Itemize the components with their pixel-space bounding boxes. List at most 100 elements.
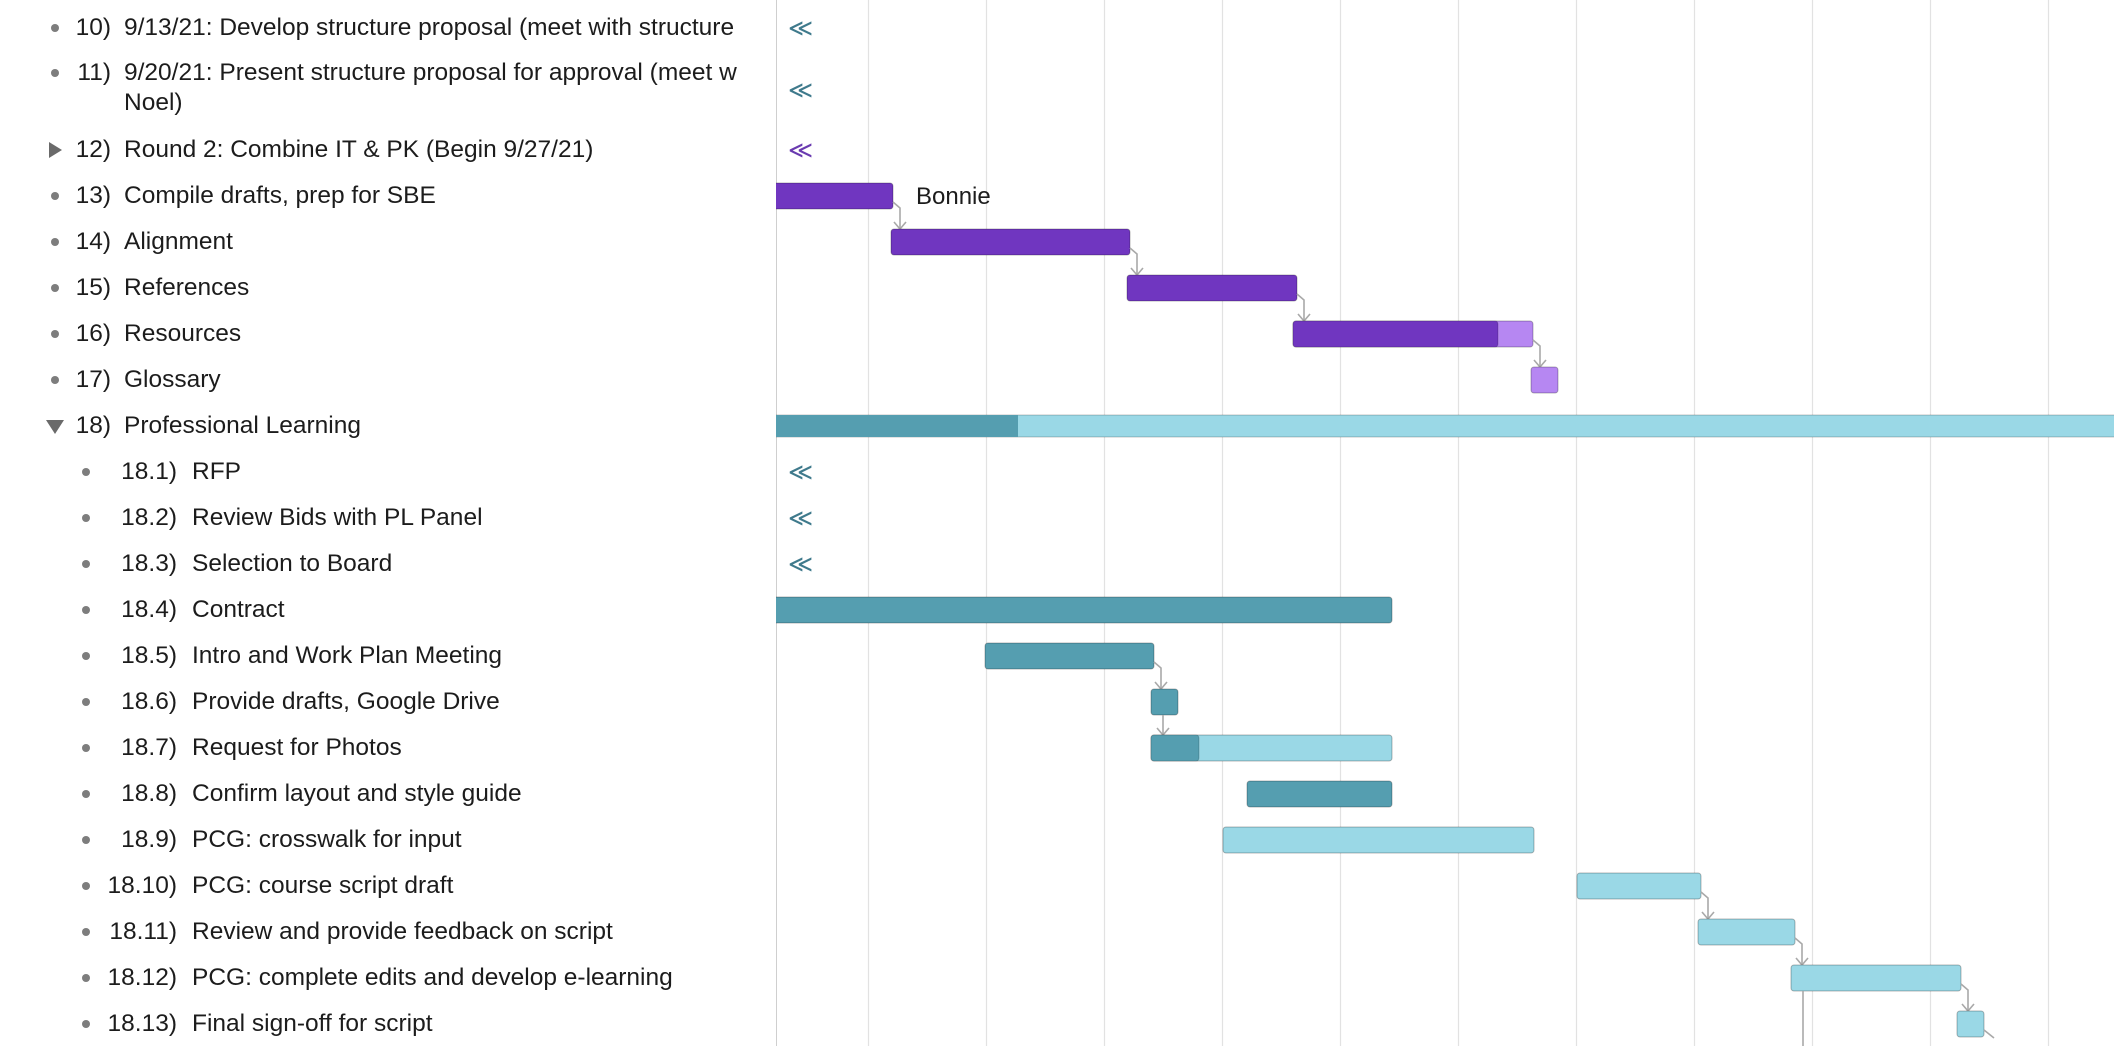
outline-row[interactable]: 10)9/13/21: Develop structure proposal (… xyxy=(0,13,776,43)
row-number: 18.5) xyxy=(121,642,177,669)
outline-row[interactable]: 18.4)Contract xyxy=(0,595,776,625)
bullet-icon xyxy=(51,192,59,200)
row-title[interactable]: Glossary xyxy=(124,366,221,393)
outline-row[interactable]: 18.8) Confirm layout and style guide xyxy=(0,779,776,809)
outline-row[interactable]: 13)Compile drafts, prep for SBE xyxy=(0,181,776,211)
dependency-connector xyxy=(1794,937,1803,964)
outline-row[interactable]: 11)9/20/21: Present structure proposal f… xyxy=(0,58,776,118)
offscreen-arrow-icon[interactable]: ≪ xyxy=(788,504,813,532)
task-bar[interactable] xyxy=(1530,366,1559,394)
row-number: 18.11) xyxy=(109,918,177,945)
outline-row[interactable]: 18.9)PCG: crosswalk for input xyxy=(0,825,776,855)
disclosure-collapsed-icon[interactable] xyxy=(49,142,62,158)
task-bar[interactable] xyxy=(1126,274,1298,302)
outline-row[interactable]: 18) Professional Learning xyxy=(0,411,776,441)
row-title[interactable]: Review Bids with PL Panel xyxy=(192,504,483,531)
offscreen-arrow-icon[interactable]: ≪ xyxy=(788,14,813,42)
row-number: 18.8) xyxy=(121,780,177,807)
bullet-icon xyxy=(82,468,90,476)
task-bar[interactable] xyxy=(890,228,1131,256)
outline-row[interactable]: 15) References xyxy=(0,273,776,303)
task-bar[interactable] xyxy=(776,182,894,210)
outline-row[interactable]: 18.10) PCG: course script draft xyxy=(0,871,776,901)
bullet-icon xyxy=(82,514,90,522)
row-number: 18.6) xyxy=(121,688,177,715)
dependency-connector xyxy=(892,201,901,228)
row-title[interactable]: Final sign-off for script xyxy=(192,1010,433,1037)
row-title[interactable]: PCG: crosswalk for input xyxy=(192,826,462,853)
row-number: 15) xyxy=(75,274,111,301)
offscreen-arrow-icon[interactable]: ≪ xyxy=(788,550,813,578)
summary-bar-progress[interactable] xyxy=(776,415,1018,437)
offscreen-arrow-icon[interactable]: ≪ xyxy=(788,136,813,164)
row-title[interactable]: Contract xyxy=(192,596,285,623)
row-title[interactable]: Resources xyxy=(124,320,242,347)
task-bar[interactable] xyxy=(1956,1010,1985,1038)
outline-row[interactable]: 12)Round 2: Combine IT & PK (Begin 9/27/… xyxy=(0,135,776,165)
row-number: 18.12) xyxy=(107,964,177,991)
bullet-icon xyxy=(51,69,59,77)
row-title[interactable]: Compile drafts, prep for SBE xyxy=(124,182,436,209)
row-title[interactable]: Round 2: Combine IT & PK (Begin 9/27/21) xyxy=(124,136,594,163)
task-bar-progress[interactable] xyxy=(1292,320,1499,348)
offscreen-arrow-icon[interactable]: ≪ xyxy=(788,458,813,486)
row-title[interactable]: PCG: course script draft xyxy=(192,872,454,899)
bullet-icon xyxy=(82,652,90,660)
outline-row[interactable]: 18.6) Provide drafts, Google Drive xyxy=(0,687,776,717)
outline-row[interactable]: 18.1)RFP xyxy=(0,457,776,487)
task-bar[interactable] xyxy=(1576,872,1702,900)
outline-row[interactable]: 18.2) Review Bids with PL Panel xyxy=(0,503,776,533)
task-bar[interactable] xyxy=(1222,826,1535,854)
row-number: 18.10) xyxy=(107,872,177,899)
row-number: 18) xyxy=(75,412,111,439)
outline-row[interactable]: 18.3)Selection to Board xyxy=(0,549,776,579)
row-number: 18.13) xyxy=(107,1010,177,1037)
bullet-icon xyxy=(82,606,90,614)
dependency-connector xyxy=(1960,983,1969,1010)
row-number: 18.2) xyxy=(121,504,177,531)
row-title[interactable]: Confirm layout and style guide xyxy=(192,780,522,807)
row-title[interactable]: Selection to Board xyxy=(192,550,393,577)
task-bar[interactable] xyxy=(1697,918,1796,946)
row-title[interactable]: 9/20/21: Present structure proposal for … xyxy=(124,59,737,116)
outline-row[interactable]: 18.7) Request for Photos xyxy=(0,733,776,763)
task-bar[interactable] xyxy=(1246,780,1393,808)
task-bar[interactable] xyxy=(776,596,1393,624)
bullet-icon xyxy=(82,744,90,752)
row-title[interactable]: Review and provide feedback on script xyxy=(192,918,613,945)
bullet-icon xyxy=(82,928,90,936)
outline-row[interactable]: 14) Alignment xyxy=(0,227,776,257)
outline-row[interactable]: 17) Glossary xyxy=(0,365,776,395)
dependency-connector xyxy=(1129,247,1138,274)
task-bar[interactable] xyxy=(1790,964,1962,992)
row-title[interactable]: 9/13/21: Develop structure proposal (mee… xyxy=(124,14,735,41)
row-number: 16) xyxy=(75,320,111,347)
outline-row[interactable]: 18.11) Review and provide feedback on scr… xyxy=(0,917,776,947)
assignee-label: Bonnie xyxy=(916,183,991,210)
outline-row[interactable]: 16) Resources xyxy=(0,319,776,349)
dependency-connector xyxy=(1153,661,1162,688)
bullet-icon xyxy=(82,882,90,890)
task-bar[interactable] xyxy=(984,642,1155,670)
row-number: 14) xyxy=(75,228,111,255)
row-title[interactable]: Intro and Work Plan Meeting xyxy=(192,642,503,669)
outline-row[interactable]: 18.12) PCG: complete edits and develop e-… xyxy=(0,963,776,993)
outline-row[interactable]: 18.5) Intro and Work Plan Meeting xyxy=(0,641,776,671)
bullet-icon xyxy=(82,560,90,568)
row-title[interactable]: Request for Photos xyxy=(192,734,402,761)
row-number: 18.7) xyxy=(121,734,177,761)
disclosure-expanded-icon[interactable] xyxy=(46,420,64,434)
row-title[interactable]: Professional Learning xyxy=(124,412,361,439)
task-bar-progress[interactable] xyxy=(1150,734,1200,762)
offscreen-arrow-icon[interactable]: ≪ xyxy=(788,76,813,104)
task-bar[interactable] xyxy=(1150,688,1179,716)
summary-bar[interactable] xyxy=(776,414,2114,438)
outline-row[interactable]: 18.13) Final sign-off for script xyxy=(0,1009,776,1039)
row-number: 17) xyxy=(75,366,111,393)
row-title[interactable]: References xyxy=(124,274,250,301)
row-title[interactable]: Provide drafts, Google Drive xyxy=(192,688,500,715)
gantt-chart: ≪ ≪ ≪ Bonnie ≪ ≪ ≪ xyxy=(776,0,2114,1046)
row-title[interactable]: RFP xyxy=(192,458,241,485)
row-title[interactable]: PCG: complete edits and develop e-learni… xyxy=(192,964,673,991)
row-title[interactable]: Alignment xyxy=(124,228,233,255)
